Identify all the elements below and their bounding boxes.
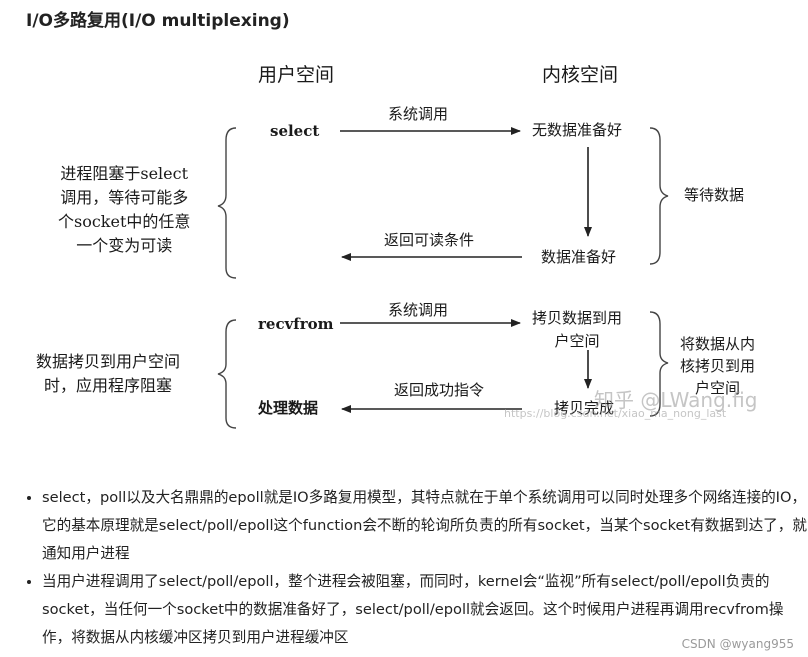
- diagram-lines: [217, 127, 669, 429]
- syscall-label-2: 系统调用: [388, 301, 449, 319]
- left-brace-select: [217, 127, 237, 279]
- watermark-url: https://blog.csdn.net/xiao_ma_nong_last: [504, 407, 727, 420]
- kernel-copy-explain-label: 将数据从内 核拷贝到用 户空间: [680, 333, 755, 399]
- return-readable-label: 返回可读条件: [384, 231, 475, 249]
- kernel-wait-label: 等待数据: [684, 186, 745, 204]
- watermark-brand: 知乎 @LWang.fig: [594, 388, 758, 412]
- kernel-copy-data-line: 拷贝数据到用: [532, 309, 623, 327]
- kernel-copy-explain-line: 核拷贝到用: [680, 357, 756, 375]
- list-item: select，poll以及大名鼎鼎的epoll就是IO多路复用模型，其特点就在于…: [42, 484, 808, 568]
- credit-watermark: CSDN @wyang955: [681, 637, 794, 651]
- select-call-label: select: [270, 122, 320, 140]
- recvfrom-call-label: recvfrom: [258, 315, 334, 333]
- left-brace-recvfrom: [217, 319, 237, 429]
- process-data-label: 处理数据: [258, 399, 319, 417]
- page-heading: I/O多路复用(I/O multiplexing): [26, 11, 290, 31]
- io-multiplexing-diagram: 用户空间 内核空间 select 系统调用 无数据准备好 等待数据 数据准备好 …: [36, 64, 758, 429]
- explanation-list: select，poll以及大名鼎鼎的epoll就是IO多路复用模型，其特点就在于…: [22, 484, 808, 652]
- kernel-copy-done-label: 拷贝完成: [554, 399, 615, 417]
- syscall-label-1: 系统调用: [388, 105, 449, 123]
- return-success-label: 返回成功指令: [394, 381, 485, 399]
- note-block-select-line: 一个变为可读: [76, 236, 173, 255]
- note-copy-block-line: 数据拷贝到用户空间: [36, 352, 181, 371]
- user-space-header: 用户空间: [258, 64, 335, 86]
- kernel-no-data-label: 无数据准备好: [532, 121, 623, 139]
- note-block-select-line: 调用，等待可能多: [60, 188, 189, 207]
- list-item: 当用户进程调用了select/poll/epoll，整个进程会被阻塞，而同时，k…: [42, 568, 808, 652]
- right-brace-wait: [649, 127, 669, 265]
- note-copy-block-line: 时，应用程序阻塞: [44, 376, 173, 395]
- kernel-space-header: 内核空间: [542, 64, 619, 86]
- note-copy-block: 数据拷贝到用户空间 时，应用程序阻塞: [36, 350, 180, 398]
- kernel-copy-data-label: 拷贝数据到用 户空间: [532, 307, 622, 353]
- note-block-select-line: 进程阻塞于select: [60, 164, 189, 183]
- kernel-copy-explain-line: 将数据从内: [680, 335, 756, 353]
- kernel-copy-explain-line: 户空间: [695, 379, 741, 397]
- note-block-select: 进程阻塞于select 调用，等待可能多 个socket中的任意 一个变为可读: [58, 162, 190, 258]
- note-block-select-line: 个socket中的任意: [58, 212, 191, 231]
- right-brace-copy: [649, 311, 669, 417]
- kernel-data-ready-label: 数据准备好: [541, 248, 617, 266]
- kernel-copy-data-line: 户空间: [554, 332, 600, 350]
